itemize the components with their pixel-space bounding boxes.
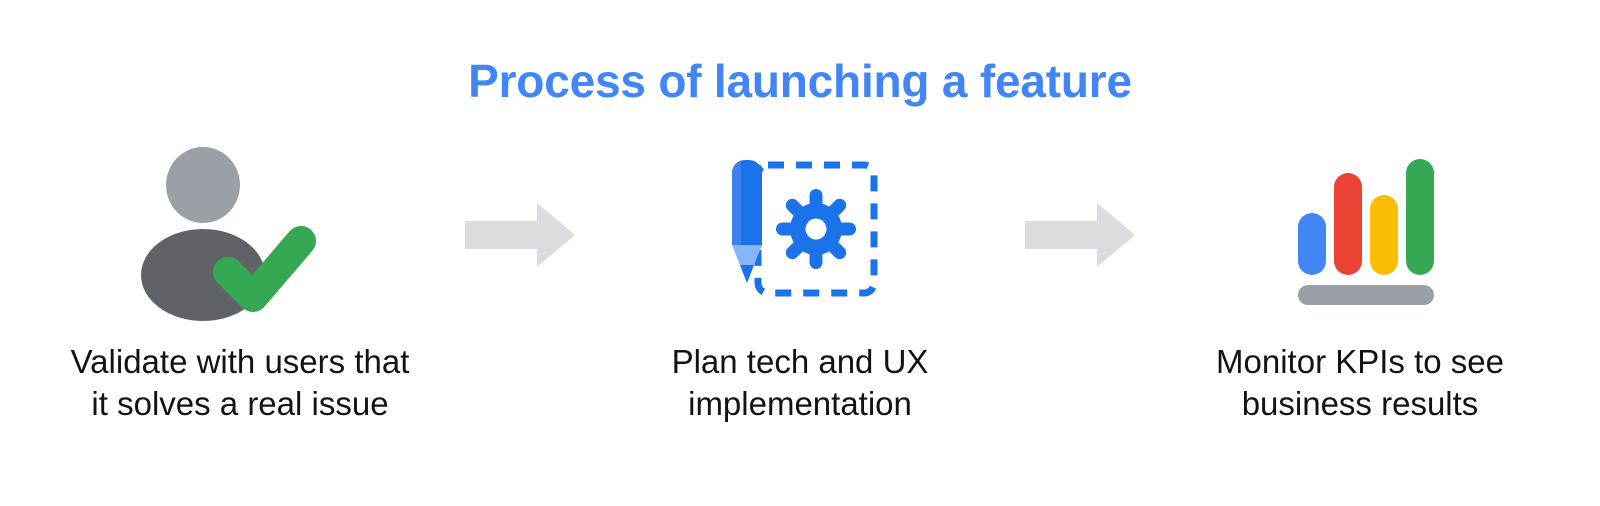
step-validate: Validate with users that it solves a rea…: [30, 145, 450, 425]
bar-chart-baseline: [1298, 285, 1434, 305]
pencil-gear-dashed-frame-icon: [731, 160, 878, 297]
bar-chart-bar-1: [1298, 213, 1326, 275]
step-plan-art: [590, 145, 1010, 325]
step-monitor-caption: Monitor KPIs to see business results: [1216, 341, 1504, 425]
bar-chart-bar-2: [1334, 173, 1362, 275]
step-monitor-art: [1150, 145, 1570, 325]
step-validate-caption-line2: it solves a real issue: [91, 385, 389, 423]
step-plan: Plan tech and UX implementation: [590, 145, 1010, 425]
step-plan-caption: Plan tech and UX implementation: [672, 341, 929, 425]
step-validate-art: [30, 145, 450, 325]
step-plan-caption-line2: implementation: [688, 385, 912, 423]
arrow-right-icon: [465, 203, 575, 267]
step-plan-caption-line1: Plan tech and UX: [671, 343, 929, 380]
arrow-right-icon: [1025, 203, 1135, 267]
pencil-tip-shape: [732, 245, 762, 283]
process-steps-row: Validate with users that it solves a rea…: [0, 145, 1600, 455]
step-monitor: Monitor KPIs to see business results: [1150, 145, 1570, 425]
step-monitor-caption-line1: Monitor KPIs to see: [1216, 343, 1504, 380]
connector-arrow-2: [1010, 145, 1150, 325]
gear-icon: [776, 189, 856, 269]
bar-chart-icon: [1298, 159, 1434, 305]
bar-chart-bar-3: [1370, 195, 1398, 275]
step-validate-caption: Validate with users that it solves a rea…: [71, 341, 410, 425]
bar-chart-bar-4: [1406, 159, 1434, 275]
user-head-shape: [166, 147, 240, 223]
connector-arrow-1: [450, 145, 590, 325]
pencil-point-shape: [740, 265, 754, 283]
step-monitor-caption-line2: business results: [1241, 385, 1479, 423]
page-title: Process of launching a feature: [468, 55, 1132, 107]
user-check-icon: [141, 147, 316, 321]
step-validate-caption-line1: Validate with users that: [70, 343, 410, 380]
pencil-highlight-shape: [731, 160, 741, 245]
check-mark-icon: [213, 226, 316, 312]
